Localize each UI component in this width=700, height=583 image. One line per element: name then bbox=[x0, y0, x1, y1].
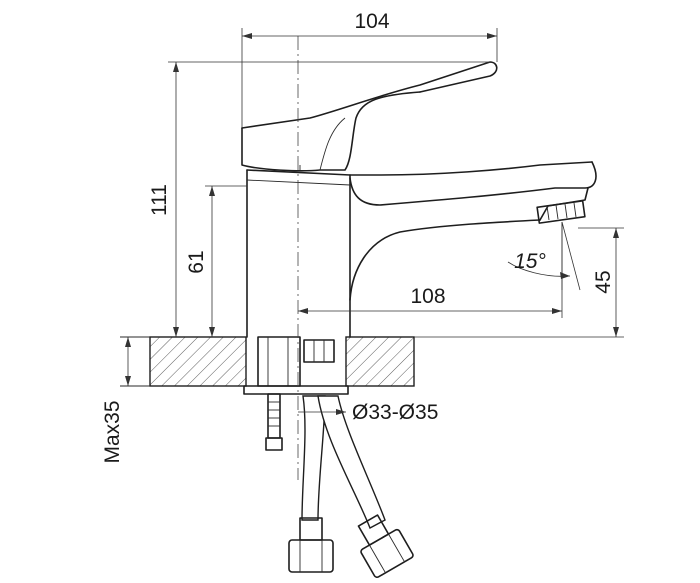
dim-hole-label: Ø33-Ø35 bbox=[352, 401, 438, 424]
hose-nut-left bbox=[288, 517, 334, 573]
hose-nut-right bbox=[357, 514, 414, 579]
dim-45-label: 45 bbox=[592, 270, 615, 293]
dim-outlet-height: 45 bbox=[414, 227, 624, 338]
dim-108-label: 108 bbox=[410, 285, 445, 308]
dim-111-label: 111 bbox=[148, 184, 171, 216]
faucet-body bbox=[241, 61, 597, 338]
flexible-hoses bbox=[288, 395, 414, 579]
aerator bbox=[536, 200, 586, 224]
dim-61-label: 61 bbox=[185, 250, 208, 273]
dim-aerator-angle: 15° bbox=[507, 221, 581, 291]
dim-overall-length: 104 bbox=[241, 10, 498, 128]
dim-overall-height: 111 bbox=[148, 61, 490, 337]
dim-spout-reach: 108 bbox=[298, 222, 563, 318]
dim-104-label: 104 bbox=[354, 10, 389, 33]
dim-15-label: 15° bbox=[514, 250, 546, 273]
dim-max35-label: Max35 bbox=[101, 400, 124, 463]
mounting-shank bbox=[243, 336, 349, 451]
dim-max-countertop: Max35 bbox=[101, 337, 131, 464]
dim-body-height: 61 bbox=[185, 185, 247, 337]
dim-hole-diameter: Ø33-Ø35 bbox=[298, 401, 438, 424]
countertop-section bbox=[120, 336, 415, 387]
